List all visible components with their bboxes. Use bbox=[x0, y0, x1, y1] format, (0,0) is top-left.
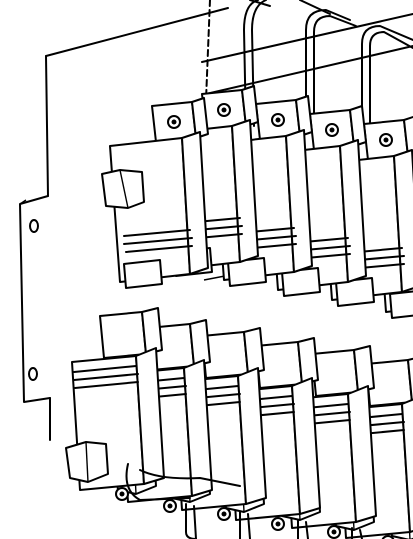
wire-icon bbox=[125, 463, 363, 539]
mounting-hole-icon bbox=[29, 219, 39, 233]
lower-fuse-row bbox=[65, 307, 413, 539]
fuse-holder-icon bbox=[101, 97, 209, 289]
fuse-holder-icon bbox=[65, 307, 165, 501]
mounting-hole-icon bbox=[28, 367, 38, 381]
wire-icon bbox=[205, 0, 413, 135]
upper-fuse-row bbox=[101, 85, 413, 319]
mounting-panel bbox=[19, 7, 229, 441]
